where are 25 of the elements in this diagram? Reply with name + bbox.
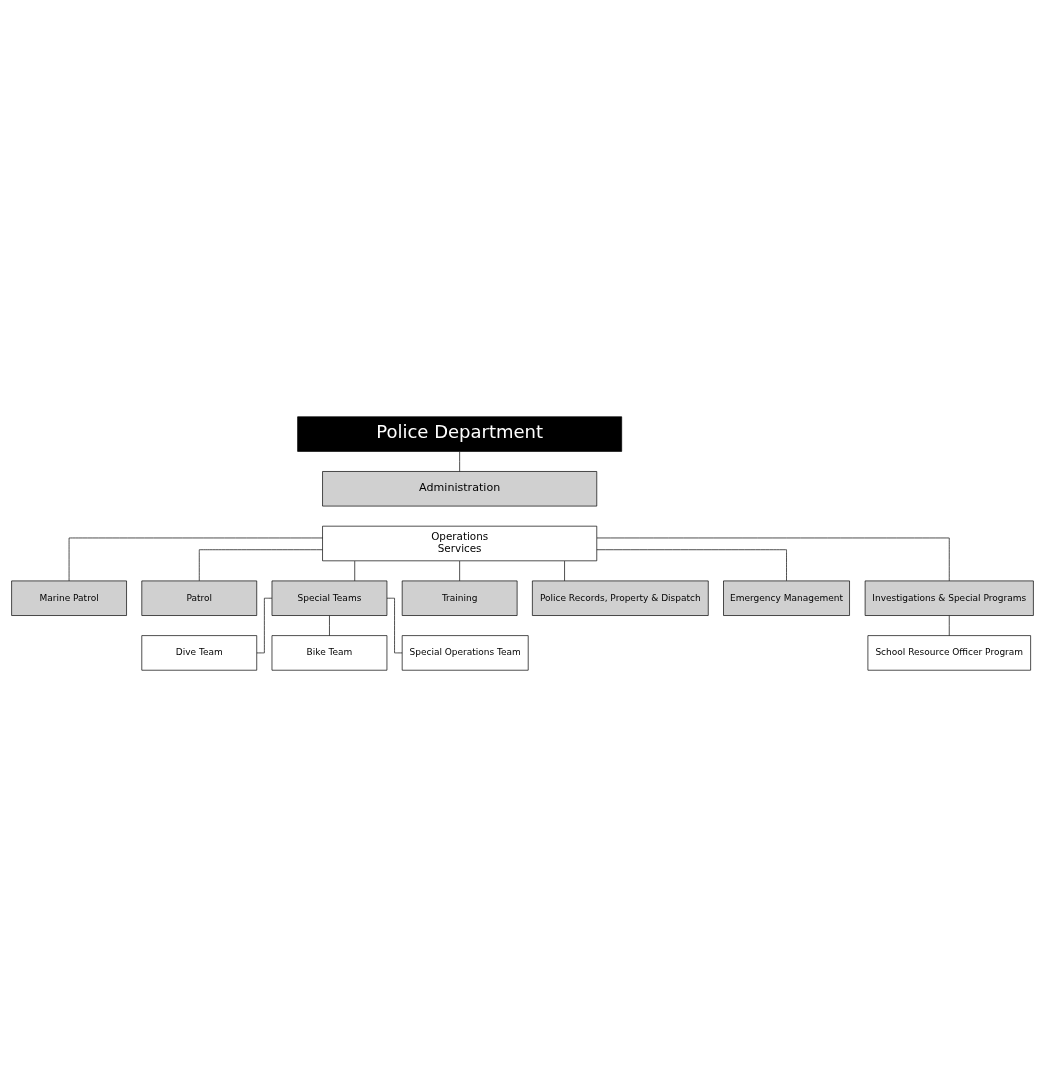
node-box: School Resource Officer Program	[867, 634, 1031, 671]
connector	[386, 597, 403, 653]
node-box: Administration	[322, 470, 598, 506]
node-box: Special Teams	[271, 580, 388, 616]
node-box: Operations Services	[322, 525, 598, 561]
node-box: Investigations & Special Programs	[864, 580, 1034, 616]
connector	[329, 614, 330, 636]
connector	[948, 614, 950, 636]
connector	[459, 450, 460, 472]
node-box: Bike Team	[271, 634, 388, 671]
node-box: Patrol	[141, 580, 258, 616]
connector	[198, 548, 323, 581]
connector	[564, 560, 565, 581]
node-box: Dive Team	[141, 634, 258, 671]
node-box: Special Operations Team	[401, 634, 529, 671]
node-box: Emergency Management	[723, 580, 850, 616]
connector	[68, 537, 323, 581]
connector	[354, 560, 356, 581]
node-box: Marine Patrol	[11, 580, 127, 616]
connector	[596, 537, 950, 581]
connector	[459, 560, 460, 581]
node-box: Training	[401, 580, 518, 616]
node-box: Police Records, Property & Dispatch	[532, 580, 709, 616]
node-box: Police Department	[297, 415, 623, 452]
connector	[596, 548, 787, 581]
